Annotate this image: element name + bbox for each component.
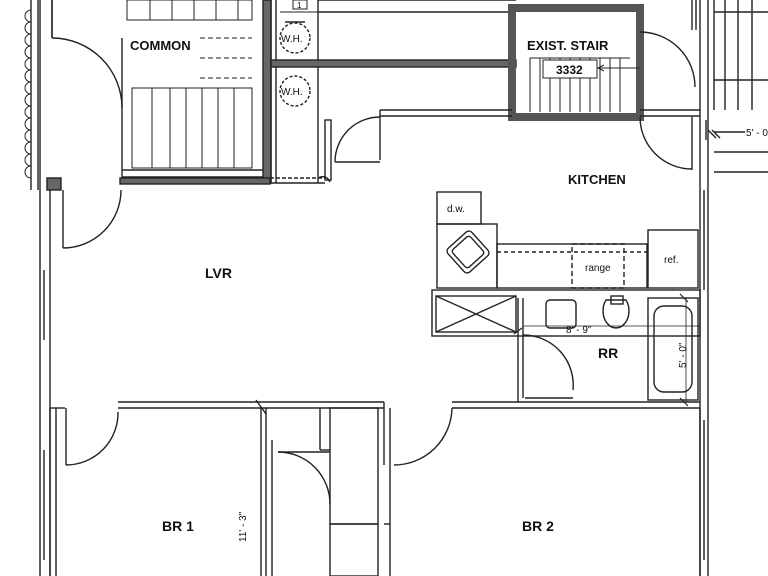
dimension-bath-width: 8' - 9" xyxy=(566,325,592,336)
water-heater-label-1: W.H. xyxy=(281,34,303,45)
dimension-top-right: 5' - 0 xyxy=(746,128,768,139)
water-heater-label-2: W.H. xyxy=(281,87,303,98)
room-label-br1: BR 1 xyxy=(162,518,194,534)
corridor-wall xyxy=(270,0,517,68)
water-heater-closet xyxy=(270,0,332,183)
room-label-lvr: LVR xyxy=(205,265,232,281)
section-marker-label: 1 xyxy=(297,1,302,10)
kitchen-north-wall xyxy=(334,0,700,170)
right-exterior-wall xyxy=(699,0,768,576)
section-marker xyxy=(280,0,318,13)
room-label-br2: BR 2 xyxy=(522,518,554,534)
kitchen-counter xyxy=(436,191,699,289)
dimension-tub-length: 5' - 0" xyxy=(678,342,689,368)
refrigerator-label: ref. xyxy=(664,255,678,266)
stair-number: 3332 xyxy=(556,63,583,77)
bathroom xyxy=(431,289,701,407)
dishwasher-label: d.w. xyxy=(447,204,465,215)
bedroom-north-wall xyxy=(50,399,700,576)
room-label-exist-stair: EXIST. STAIR xyxy=(527,38,609,53)
dimension-br1-width: 11' - 3" xyxy=(238,511,249,542)
bottom-walls xyxy=(49,408,701,576)
left-window-scallops xyxy=(24,9,32,179)
common-east-wall xyxy=(119,0,272,185)
room-label-rr: RR xyxy=(598,345,618,361)
bedroom-closets xyxy=(271,407,390,576)
range-label: range xyxy=(585,263,611,274)
common-stair xyxy=(126,0,253,169)
room-label-common: COMMON xyxy=(130,38,191,53)
existing-stair xyxy=(508,4,644,121)
room-label-kitchen: KITCHEN xyxy=(568,172,626,187)
